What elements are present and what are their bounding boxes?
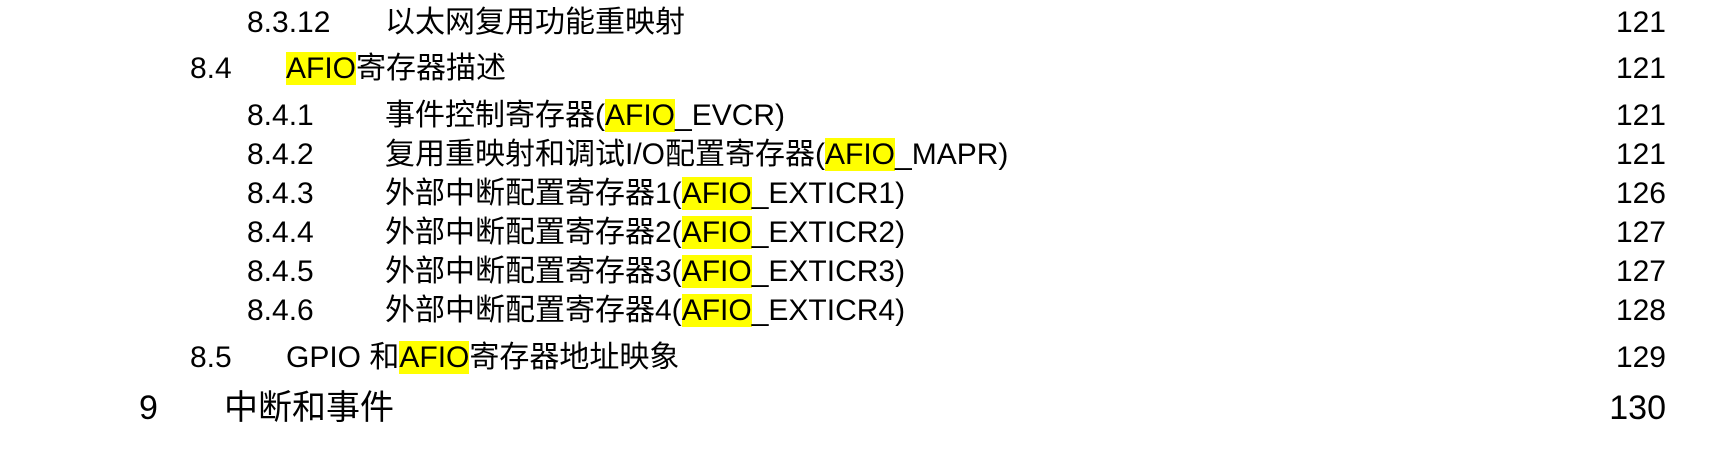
- search-highlight: AFIO: [681, 216, 752, 249]
- title-text: 外部中断配置寄存器4(: [385, 294, 682, 327]
- toc-entry-number: 8.4: [190, 52, 232, 85]
- toc-entry-8-4-1[interactable]: 8.4.1 事件控制寄存器(AFIO_EVCR) 121: [0, 96, 1716, 136]
- toc-entry-8-4-5[interactable]: 8.4.5 外部中断配置寄存器3(AFIO_EXTICR3) 127: [0, 252, 1716, 292]
- title-text: 外部中断配置寄存器2(: [385, 216, 682, 249]
- toc-entry-number: 8.4.5: [247, 255, 314, 288]
- toc-entry-number: 9: [139, 389, 158, 427]
- title-text: _EXTICR3): [751, 255, 906, 288]
- search-highlight: AFIO: [681, 294, 752, 327]
- toc-entry-page: 127: [1615, 255, 1666, 288]
- toc-entry-page: 126: [1615, 177, 1666, 210]
- toc-entry-title: 外部中断配置寄存器1(AFIO_EXTICR1): [385, 174, 905, 214]
- toc-entry-page: 129: [1615, 341, 1666, 374]
- toc-entry-page: 127: [1615, 216, 1666, 249]
- toc-entry-8-4-4[interactable]: 8.4.4 外部中断配置寄存器2(AFIO_EXTICR2) 127: [0, 213, 1716, 253]
- toc-entry-9[interactable]: 9 中断和事件 130: [0, 388, 1716, 428]
- toc-entry-number: 8.4.6: [247, 294, 314, 327]
- toc-entry-title: 外部中断配置寄存器2(AFIO_EXTICR2): [385, 213, 905, 253]
- title-text: 外部中断配置寄存器1(: [385, 177, 682, 210]
- search-highlight: AFIO: [825, 138, 896, 171]
- toc-entry-number: 8.4.1: [247, 99, 314, 132]
- toc-entry-title: 以太网复用功能重映射: [385, 3, 685, 43]
- toc-entry-8-4-3[interactable]: 8.4.3 外部中断配置寄存器1(AFIO_EXTICR1) 126: [0, 174, 1716, 214]
- toc-entry-page: 121: [1615, 99, 1666, 132]
- title-text: 复用重映射和调试I/O配置寄存器(: [385, 138, 825, 171]
- toc-entry-title: 复用重映射和调试I/O配置寄存器(AFIO_MAPR): [385, 135, 1008, 175]
- title-text: 事件控制寄存器(: [385, 99, 605, 132]
- toc-entry-page: 130: [1609, 389, 1666, 427]
- title-text: _EXTICR1): [751, 177, 906, 210]
- toc-entry-8-5[interactable]: 8.5 GPIO 和AFIO寄存器地址映象 129: [0, 338, 1716, 378]
- title-text: _EVCR): [675, 99, 786, 132]
- toc-entry-title: GPIO 和AFIO寄存器地址映象: [286, 338, 679, 378]
- toc-entry-title: AFIO寄存器描述: [286, 49, 506, 89]
- toc-entry-number: 8.4.3: [247, 177, 314, 210]
- toc-entry-8-4[interactable]: 8.4 AFIO寄存器描述 121: [0, 49, 1716, 89]
- title-text: 以太网复用功能重映射: [385, 6, 685, 39]
- toc-entry-title: 外部中断配置寄存器4(AFIO_EXTICR4): [385, 291, 905, 331]
- toc-entry-page: 121: [1615, 6, 1666, 39]
- toc-entry-page: 128: [1615, 294, 1666, 327]
- toc-entry-number: 8.3.12: [247, 6, 331, 39]
- search-highlight: AFIO: [286, 52, 357, 85]
- toc-entry-page: 121: [1615, 138, 1666, 171]
- title-text: 中断和事件: [224, 389, 394, 427]
- title-text: _MAPR): [895, 138, 1009, 171]
- title-text: _EXTICR2): [751, 216, 906, 249]
- title-text: GPIO 和: [286, 341, 400, 374]
- title-text: 外部中断配置寄存器3(: [385, 255, 682, 288]
- search-highlight: AFIO: [681, 255, 752, 288]
- title-text: 寄存器描述: [356, 52, 507, 85]
- search-highlight: AFIO: [399, 341, 470, 374]
- toc-entry-title: 外部中断配置寄存器3(AFIO_EXTICR3): [385, 252, 905, 292]
- toc-entry-number: 8.5: [190, 341, 232, 374]
- title-text: _EXTICR4): [751, 294, 906, 327]
- toc-entry-number: 8.4.4: [247, 216, 314, 249]
- search-highlight: AFIO: [605, 99, 676, 132]
- toc-entry-number: 8.4.2: [247, 138, 314, 171]
- search-highlight: AFIO: [681, 177, 752, 210]
- toc-entry-8-4-6[interactable]: 8.4.6 外部中断配置寄存器4(AFIO_EXTICR4) 128: [0, 291, 1716, 331]
- toc-entry-page: 121: [1615, 52, 1666, 85]
- toc-entry-8-3-12[interactable]: 8.3.12 以太网复用功能重映射 121: [0, 3, 1716, 43]
- title-text: 寄存器地址映象: [469, 341, 680, 374]
- toc-entry-8-4-2[interactable]: 8.4.2 复用重映射和调试I/O配置寄存器(AFIO_MAPR) 121: [0, 135, 1716, 175]
- toc-entry-title: 事件控制寄存器(AFIO_EVCR): [385, 96, 785, 136]
- toc-entry-title: 中断和事件: [224, 388, 394, 428]
